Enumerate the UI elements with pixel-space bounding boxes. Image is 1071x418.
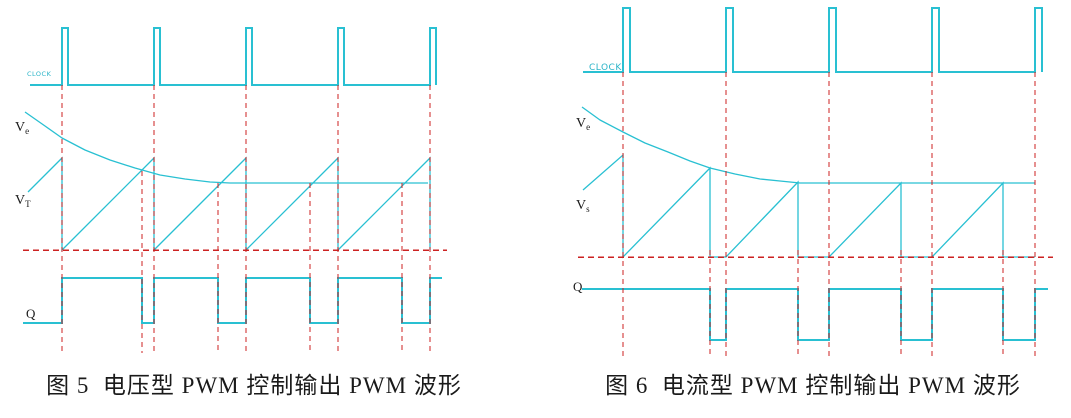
fig5-ve-label-subscript: e bbox=[25, 126, 29, 136]
fig6-clock-label: CLOCK bbox=[589, 63, 622, 73]
fig5-clock-waveform bbox=[30, 27, 437, 86]
fig6-ve-label: Ve bbox=[576, 116, 590, 132]
figure-6-caption: 图 6 电流型 PWM 控制输出 PWM 波形 bbox=[605, 373, 1021, 398]
fig5-sawtooth-ramp bbox=[27, 156, 431, 252]
fig5-ramp-label-subscript: T bbox=[25, 199, 31, 209]
fig6-clock-waveform bbox=[583, 7, 1043, 73]
fig5-ramp-label: VT bbox=[15, 193, 31, 209]
fig6-ramp-label: Vs bbox=[576, 198, 590, 214]
fig6-q-output-waveform bbox=[582, 288, 1048, 341]
fig5-q-label: Q bbox=[26, 306, 36, 321]
fig5-ve-label: Ve bbox=[15, 120, 29, 136]
figure-5-caption: 图 5 电压型 PWM 控制输出 PWM 波形 bbox=[46, 373, 462, 398]
fig6-ramp-label-subscript: s bbox=[586, 204, 590, 214]
fig6-ve-label-subscript: e bbox=[586, 122, 590, 132]
fig6-ve-curve bbox=[581, 106, 1035, 184]
fig5-ve-curve bbox=[24, 111, 428, 184]
fig5-q-output-waveform bbox=[23, 277, 442, 324]
fig6-q-label: Q bbox=[573, 279, 583, 294]
fig6-sawtooth-ramp bbox=[582, 153, 1035, 259]
fig5-clock-label: CLOCK bbox=[27, 70, 52, 78]
